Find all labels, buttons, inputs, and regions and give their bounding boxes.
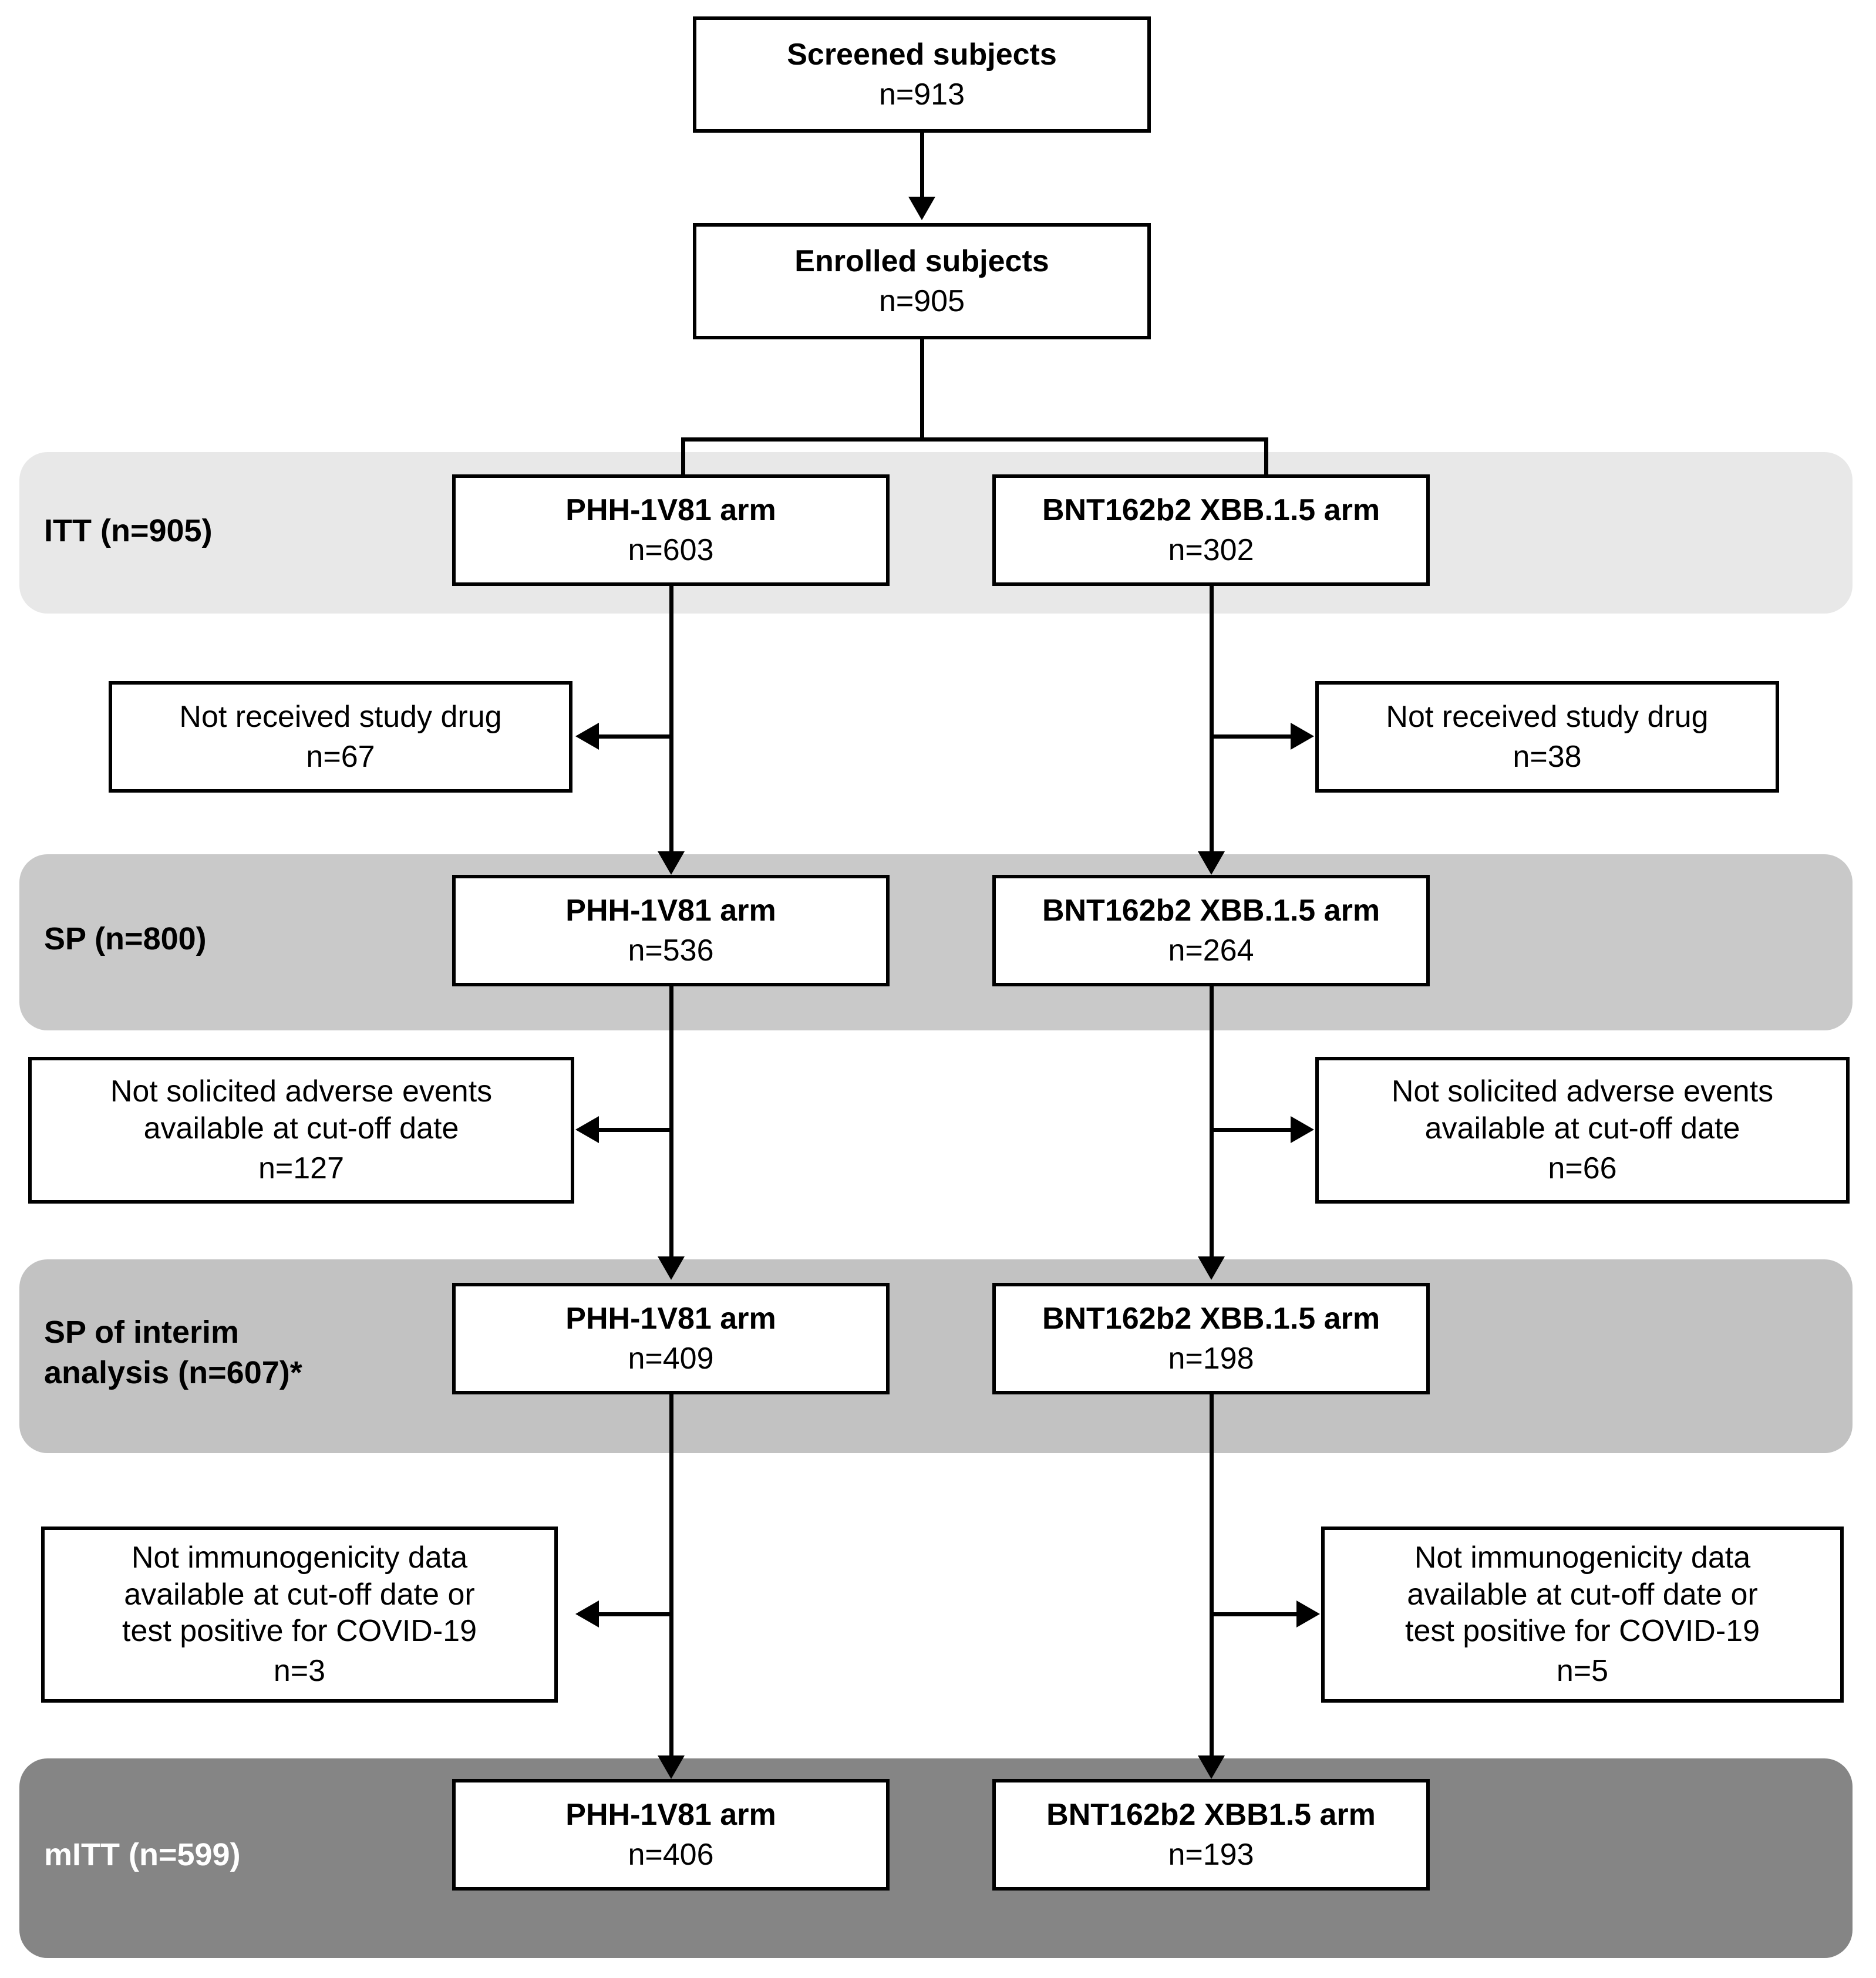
node-title: PHH-1V81 arm	[565, 493, 776, 527]
arrow-exclusion-solicited-ae-right	[1291, 1116, 1314, 1143]
node-title: PHH-1V81 arm	[565, 1301, 776, 1336]
node-exclusion-drug-right[interactable]: Not received study drug n=38	[1315, 681, 1779, 793]
band-label-sp-interim: SP of interim analysis (n=607)*	[44, 1315, 302, 1391]
node-count: n=406	[628, 1838, 714, 1872]
node-count: n=5	[1556, 1654, 1609, 1689]
band-mitt	[19, 1758, 1853, 1958]
node-count: n=409	[628, 1342, 714, 1376]
node-count: n=3	[273, 1654, 326, 1689]
node-sp-left-arm[interactable]: PHH-1V81 arm n=536	[452, 875, 890, 986]
node-title: Not solicited adverse events available a…	[110, 1074, 493, 1145]
arrow-itt-right-to-sp	[1198, 851, 1225, 875]
connector-interim-right-to-mitt	[1210, 1394, 1214, 1770]
node-count: n=67	[306, 740, 375, 774]
connector-exclusion-drug-right	[1211, 734, 1294, 739]
arrow-sp-right-to-interim	[1198, 1256, 1225, 1280]
connector-enrolled-stem	[920, 339, 924, 439]
node-screened-subjects[interactable]: Screened subjects n=913	[693, 16, 1151, 133]
connector-interim-left-to-mitt	[669, 1394, 673, 1770]
node-count: n=536	[628, 934, 714, 968]
node-sp-right-arm[interactable]: BNT162b2 XBB.1.5 arm n=264	[992, 875, 1430, 986]
connector-split-left-drop	[681, 437, 685, 499]
arrow-exclusion-drug-left	[575, 723, 599, 750]
node-title: PHH-1V81 arm	[565, 893, 776, 928]
band-label-mitt: mITT (n=599)	[44, 1837, 241, 1872]
connector-screened-to-enrolled	[920, 133, 924, 198]
connector-exclusion-solicited-ae-right	[1211, 1128, 1294, 1132]
connector-itt-right-to-sp	[1210, 586, 1214, 862]
node-exclusion-solicited-ae-right[interactable]: Not solicited adverse events available a…	[1315, 1057, 1850, 1204]
node-enrolled-subjects[interactable]: Enrolled subjects n=905	[693, 223, 1151, 339]
band-label-itt: ITT (n=905)	[44, 513, 213, 548]
connector-sp-left-to-interim	[669, 986, 673, 1268]
arrow-interim-left-to-mitt	[658, 1755, 685, 1779]
node-sp-interim-right-arm[interactable]: BNT162b2 XBB.1.5 arm n=198	[992, 1283, 1430, 1394]
band-itt	[19, 452, 1853, 614]
connector-split-horizontal	[681, 437, 1268, 442]
arrow-exclusion-immunogenicity-left	[575, 1600, 599, 1627]
node-title: PHH-1V81 arm	[565, 1797, 776, 1832]
node-exclusion-solicited-ae-left[interactable]: Not solicited adverse events available a…	[28, 1057, 574, 1204]
node-exclusion-drug-left[interactable]: Not received study drug n=67	[109, 681, 572, 793]
node-mitt-left-arm[interactable]: PHH-1V81 arm n=406	[452, 1779, 890, 1891]
band-label-sp: SP (n=800)	[44, 921, 207, 956]
connector-exclusion-immunogenicity-left	[599, 1612, 669, 1616]
node-title: Not immunogenicity data available at cut…	[1405, 1541, 1760, 1648]
band-sp	[19, 854, 1853, 1030]
node-count: n=127	[258, 1151, 345, 1186]
arrow-screened-to-enrolled	[908, 197, 935, 220]
node-count: n=905	[878, 284, 965, 318]
node-title: Not received study drug	[1386, 699, 1709, 734]
node-itt-right-arm[interactable]: BNT162b2 XBB.1.5 arm n=302	[992, 474, 1430, 586]
node-title: Not immunogenicity data available at cut…	[122, 1541, 477, 1648]
node-sp-interim-left-arm[interactable]: PHH-1V81 arm n=409	[452, 1283, 890, 1394]
connector-exclusion-immunogenicity-right	[1211, 1612, 1299, 1616]
node-count: n=913	[878, 77, 965, 112]
node-count: n=66	[1548, 1151, 1617, 1186]
arrow-exclusion-drug-right	[1291, 723, 1314, 750]
connector-exclusion-solicited-ae-left	[599, 1128, 669, 1132]
node-count: n=38	[1513, 740, 1582, 774]
node-title: BNT162b2 XBB1.5 arm	[1046, 1797, 1376, 1832]
node-count: n=302	[1168, 533, 1254, 567]
node-title: Enrolled subjects	[794, 244, 1049, 278]
node-count: n=603	[628, 533, 714, 567]
node-title: Not received study drug	[179, 699, 502, 734]
connector-split-right-drop	[1264, 437, 1268, 499]
band-sp-interim	[19, 1259, 1853, 1453]
arrow-exclusion-solicited-ae-left	[575, 1116, 599, 1143]
arrow-itt-left-to-sp	[658, 851, 685, 875]
arrow-interim-right-to-mitt	[1198, 1755, 1225, 1779]
node-count: n=193	[1168, 1838, 1254, 1872]
node-count: n=198	[1168, 1342, 1254, 1376]
node-exclusion-immunogenicity-left[interactable]: Not immunogenicity data available at cut…	[41, 1527, 558, 1703]
node-title: BNT162b2 XBB.1.5 arm	[1042, 1301, 1380, 1336]
arrow-sp-left-to-interim	[658, 1256, 685, 1280]
node-title: BNT162b2 XBB.1.5 arm	[1042, 493, 1380, 527]
node-exclusion-immunogenicity-right[interactable]: Not immunogenicity data available at cut…	[1321, 1527, 1844, 1703]
node-title: Not solicited adverse events available a…	[1391, 1074, 1774, 1145]
connector-exclusion-drug-left	[599, 734, 669, 739]
node-itt-left-arm[interactable]: PHH-1V81 arm n=603	[452, 474, 890, 586]
connector-sp-right-to-interim	[1210, 986, 1214, 1268]
node-title: BNT162b2 XBB.1.5 arm	[1042, 893, 1380, 928]
connector-itt-left-to-sp	[669, 586, 673, 862]
node-count: n=264	[1168, 934, 1254, 968]
arrow-exclusion-immunogenicity-right	[1296, 1600, 1320, 1627]
node-mitt-right-arm[interactable]: BNT162b2 XBB1.5 arm n=193	[992, 1779, 1430, 1891]
node-title: Screened subjects	[787, 37, 1057, 72]
